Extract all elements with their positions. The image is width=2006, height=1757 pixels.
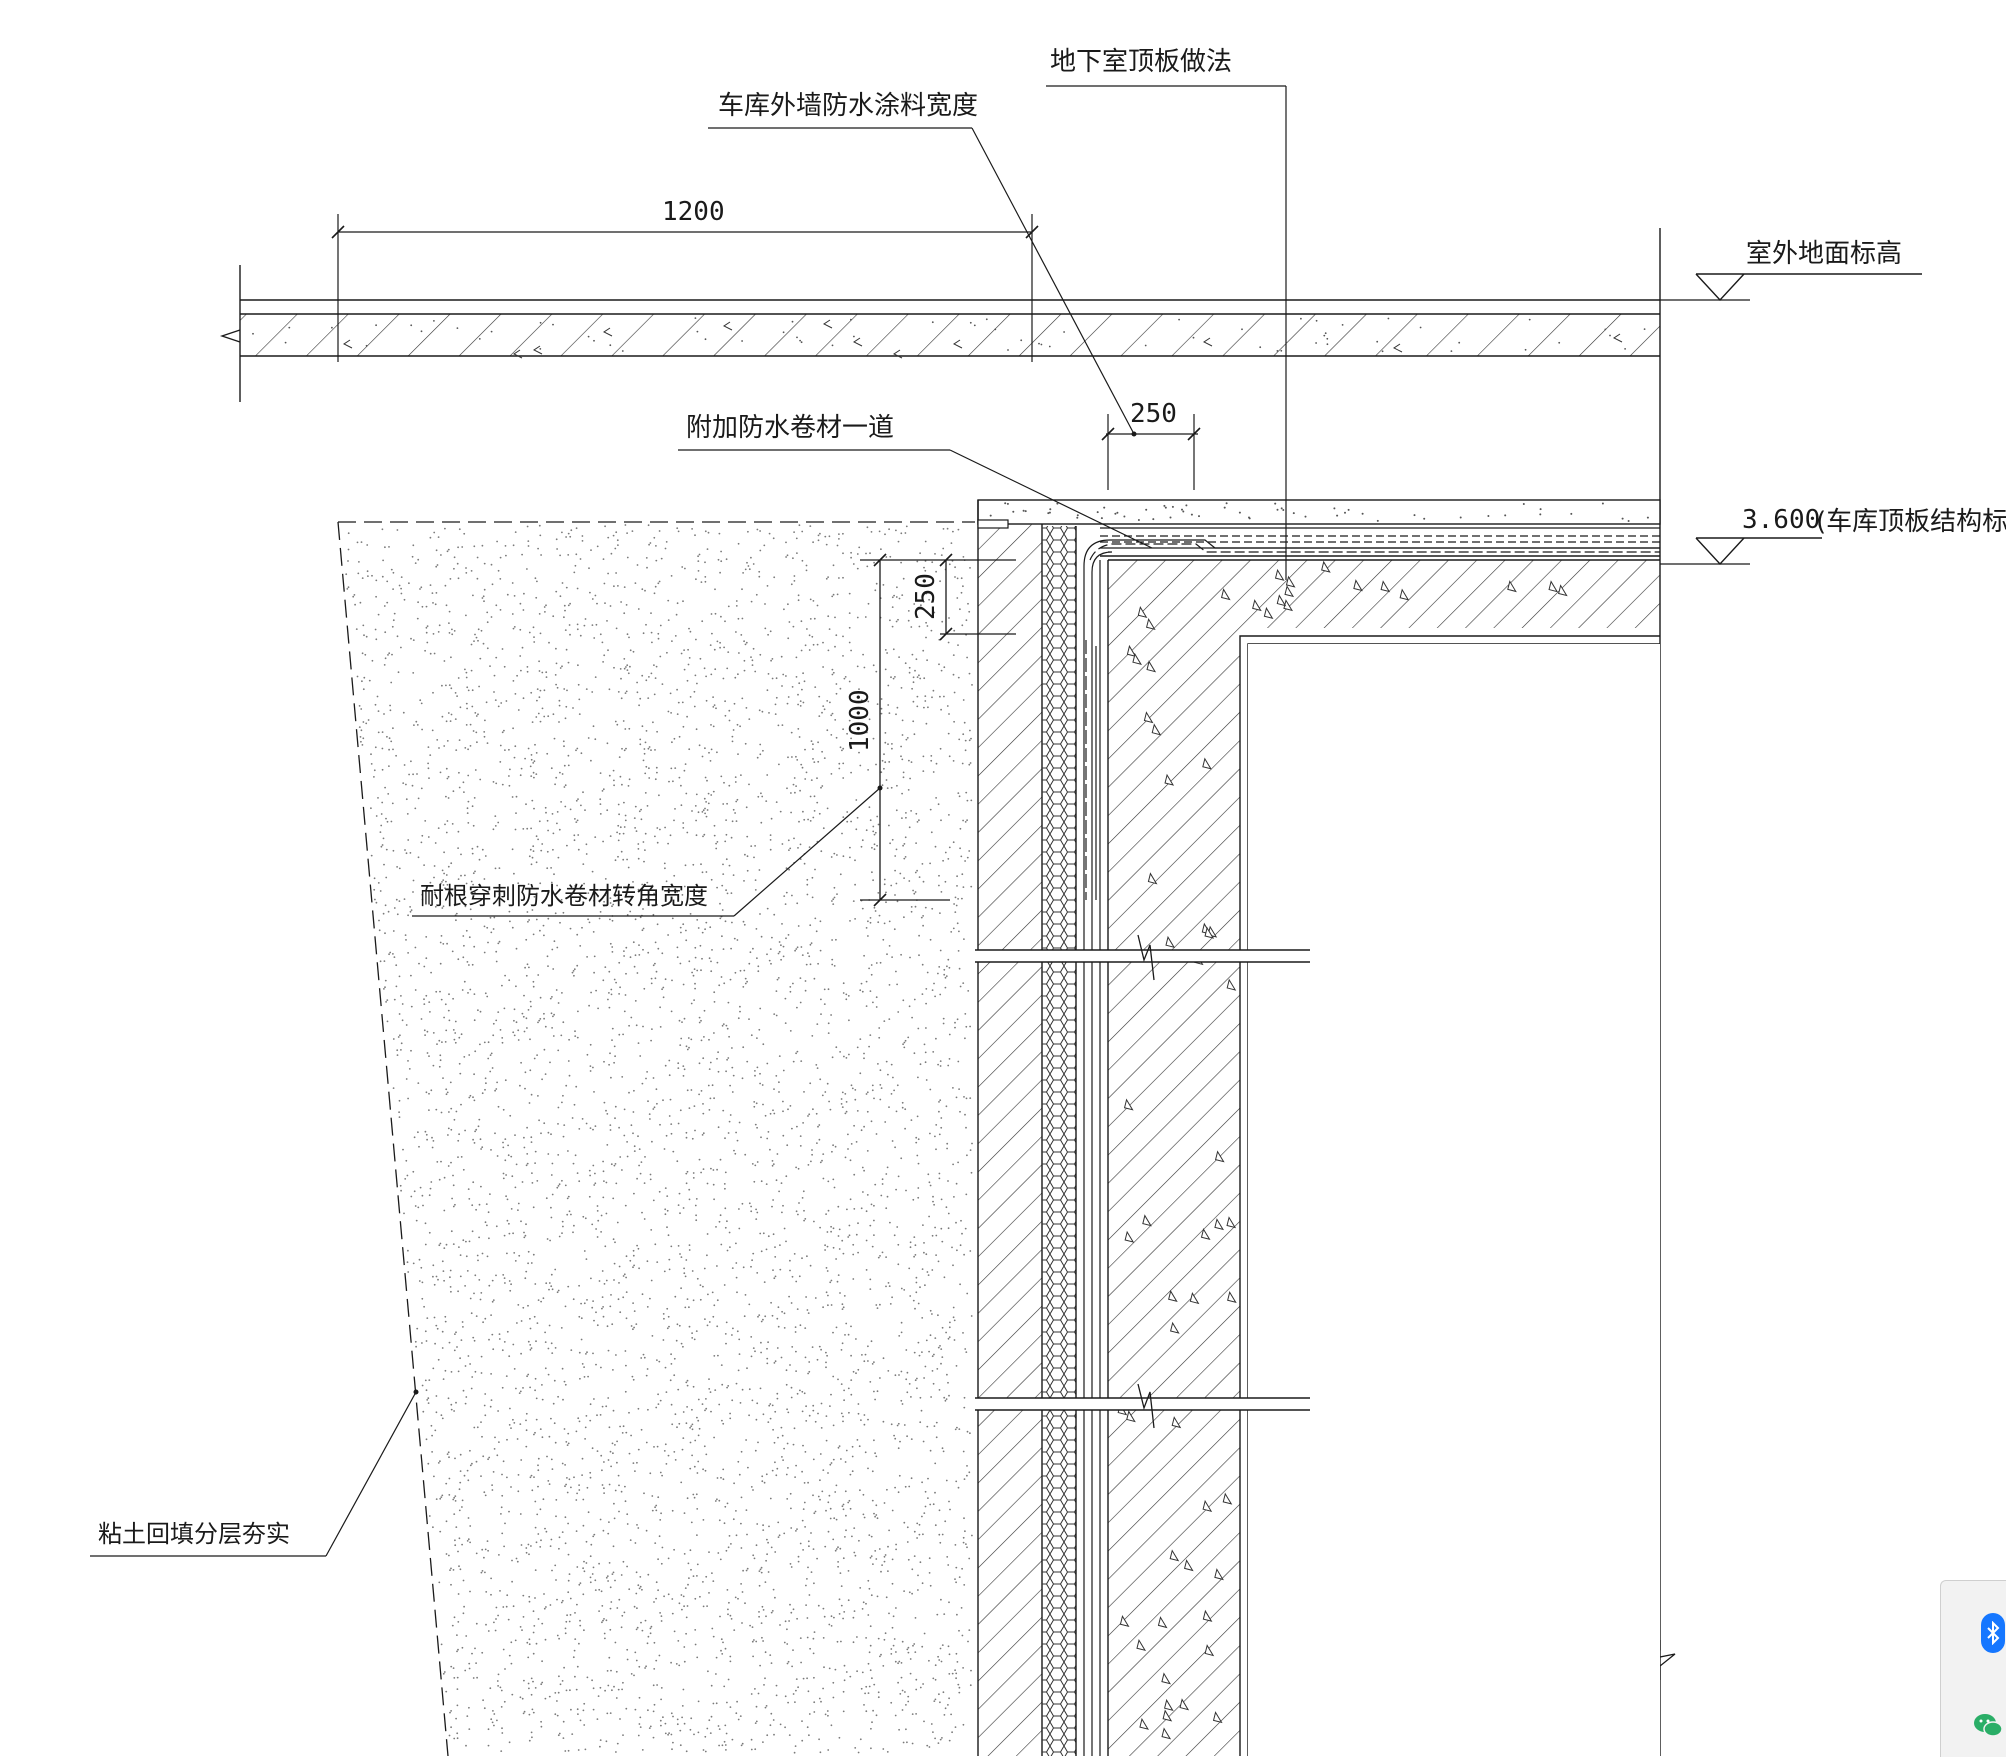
bluetooth-icon[interactable] — [1981, 1613, 2005, 1653]
label-slab-elevation-value: 3.600 — [1742, 505, 1820, 535]
label-backfill: 粘土回填分层夯实 — [98, 1520, 290, 1548]
dim-text-1000: 1000 — [845, 689, 875, 752]
system-tray-popup — [1940, 1580, 2006, 1757]
label-root-membrane: 耐根穿刺防水卷材转角宽度 — [420, 882, 708, 910]
dim-text-1200: 1200 — [662, 197, 725, 227]
label-roof-method: 地下室顶板做法 — [1050, 47, 1232, 77]
label-extra-membrane: 附加防水卷材一道 — [686, 413, 894, 443]
dim-text-250-vertical: 250 — [911, 573, 941, 620]
label-slab-elevation-note: (车库顶板结构标高) — [1816, 507, 2006, 537]
wechat-icon[interactable] — [1973, 1711, 2003, 1739]
ground-slab — [222, 265, 1660, 402]
label-coating-width: 车库外墙防水涂料宽度 — [718, 91, 978, 121]
label-outdoor-elevation: 室外地面标高 — [1746, 239, 1902, 269]
slab-elevation-marker — [1660, 538, 1822, 564]
roof-slab — [1108, 560, 1660, 1756]
protective-wall — [978, 500, 1042, 1756]
insulation-layer — [1042, 526, 1076, 1756]
outdoor-elevation-marker — [1660, 274, 1922, 300]
dim-text-250-horizontal: 250 — [1130, 399, 1177, 429]
